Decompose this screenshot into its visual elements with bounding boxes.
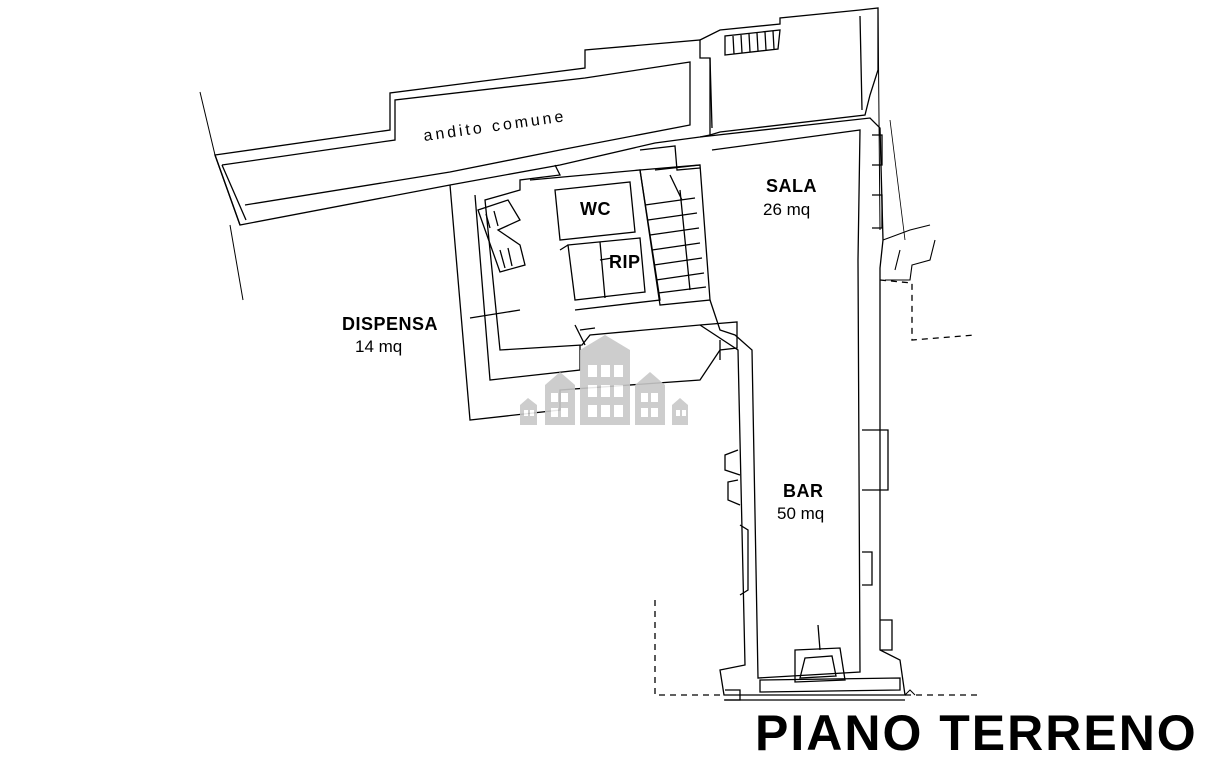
sala-right-wall-features [862,134,893,651]
rip-outline [567,237,646,301]
room-area-sala: 26 mq [763,200,811,219]
room-name-wc: WC [580,199,611,219]
corridor-inner-line [221,61,691,206]
rip-divider [559,241,613,299]
stair-handrail [669,174,691,291]
sala-bar-outer [699,117,906,696]
floor-title: PIANO TERRENO [755,705,1198,761]
right-neighbour-dashed [879,279,976,341]
wc-outline [554,181,636,241]
dispensa-door [469,309,596,346]
top-stair [724,29,781,56]
room-area-dispensa: 14 mq [355,337,403,356]
room-name-bar: BAR [783,481,824,501]
bar-left-wall-features [719,340,749,596]
corridor-end-wall [214,154,247,226]
right-neighbour [882,224,936,281]
upper-right-block [699,7,879,136]
bottom-left-dashed [654,600,724,696]
room-name-rip: RIP [609,252,641,272]
right-site-line-2 [889,119,906,241]
room-area-bar: 50 mq [777,504,825,523]
room-name-sala: SALA [766,176,817,196]
sala-bar-inner [709,129,861,679]
stair-landing [639,145,701,171]
dispensa-inner [474,194,581,381]
room-name-dispensa: DISPENSA [342,314,439,334]
upper-right-inner [709,15,863,129]
building-logo-watermark [520,335,688,425]
bar-fireplace [794,624,846,683]
left-site-line [199,91,244,301]
right-site-line [877,7,916,696]
dispensa-stair [477,199,526,273]
